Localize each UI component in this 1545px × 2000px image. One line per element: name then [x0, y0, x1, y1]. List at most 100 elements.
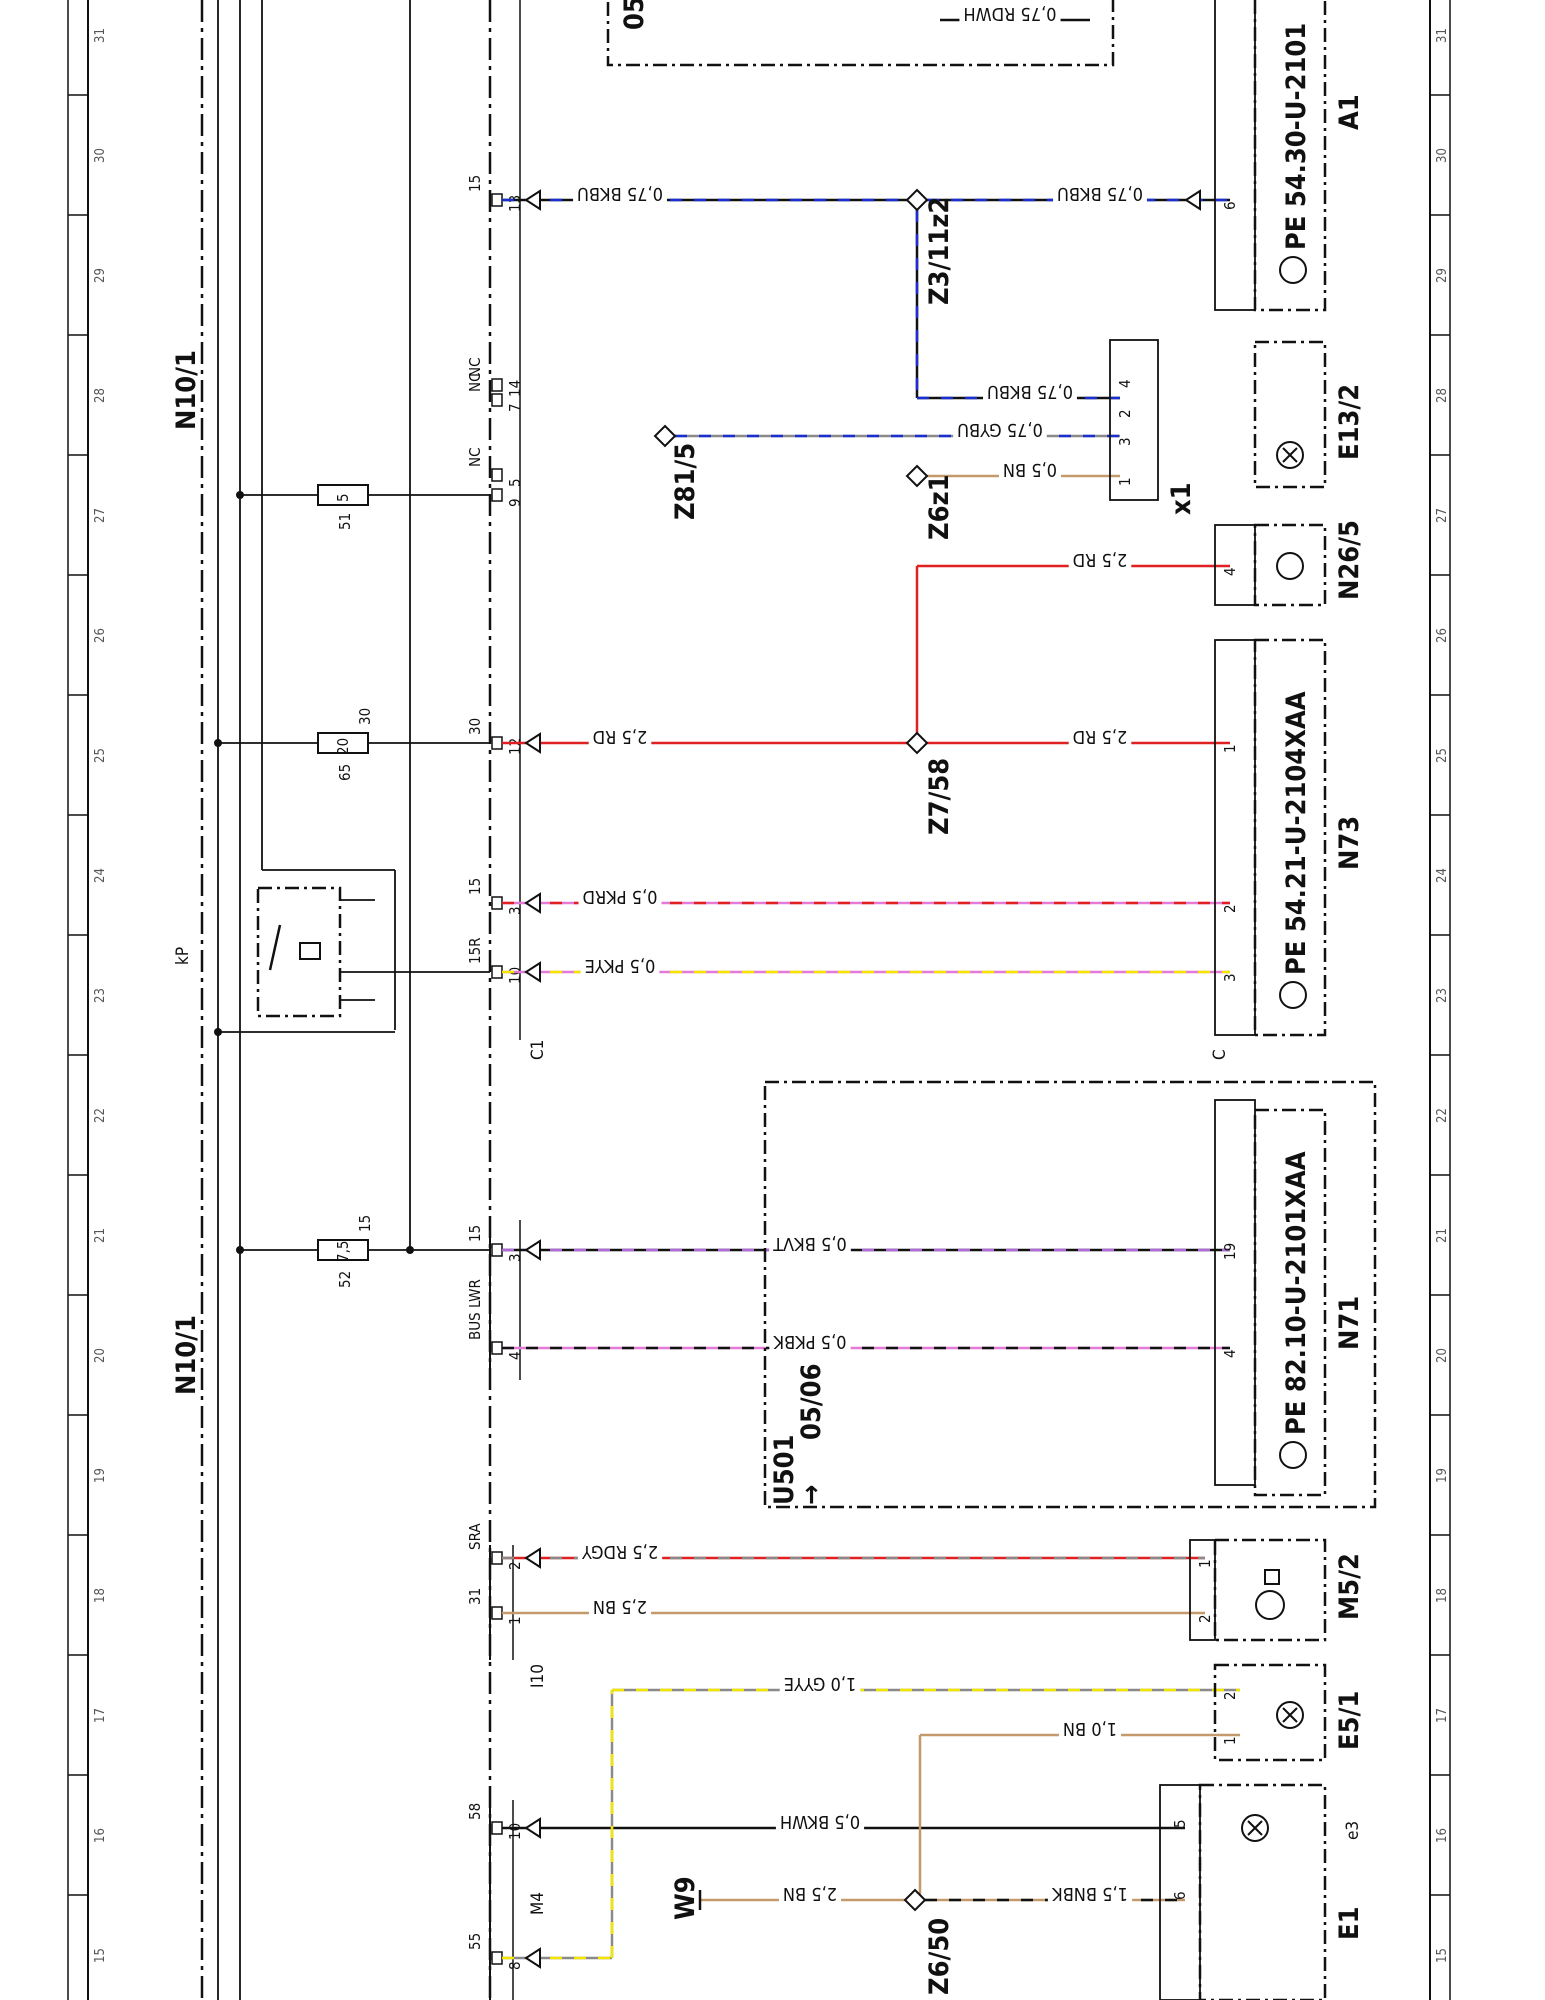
wire-rdgy-label: 2,5 RDGY — [582, 1541, 658, 1562]
pin-nc7-signal: NC — [466, 372, 484, 392]
pin-15r-number: 10 — [506, 967, 524, 984]
kp-label: kP — [173, 947, 193, 965]
wire-gyye-label: 1,0 GYYE — [784, 1673, 857, 1694]
terminal-arrow — [524, 1817, 541, 1839]
wire-bn-10 — [918, 1733, 1240, 1900]
wire-bnbk-label: 1,5 BNBK — [1052, 1883, 1128, 1904]
svg-text:65: 65 — [336, 764, 354, 781]
svg-text:51: 51 — [336, 513, 354, 530]
grid-label-left: 28 — [93, 388, 108, 403]
svg-text:N73: N73 — [1334, 816, 1365, 870]
terminal-arrow — [524, 892, 541, 914]
splice-z6z1: Z6z1 — [905, 464, 955, 540]
fuse-51: 5 51 — [236, 484, 490, 530]
pin-55-signal: 55 — [466, 1933, 484, 1950]
svg-text:30: 30 — [356, 708, 374, 725]
grid-label-left: 21 — [93, 1228, 108, 1243]
pin-nc5-number: 5 — [506, 478, 524, 487]
svg-text:N71: N71 — [1334, 1296, 1365, 1350]
component-n71: PE 82.10-U-2101XAA N71 — [1214, 1099, 1365, 1497]
grid-strip-right — [1429, 0, 1451, 2000]
component-a1: PE 54.30-U-2101 A1 — [1214, 0, 1365, 312]
grid-label-left: 19 — [93, 1468, 108, 1483]
svg-text:PE 54.21-U-2104XAA: PE 54.21-U-2104XAA — [1281, 691, 1312, 975]
wire-rd-n26 — [915, 564, 1230, 733]
pin-nc7-terminal — [491, 393, 503, 407]
terminal-arrow — [524, 961, 541, 983]
pin-15-3-terminal — [491, 1243, 503, 1257]
box-u501: U501 05/06 → — [763, 1080, 1377, 1509]
svg-text:W9: W9 — [670, 1876, 701, 1920]
module-label-bottom: N10/1 — [171, 1315, 202, 1395]
grid-label-left: 27 — [93, 508, 108, 523]
grid-label-right: 15 — [1435, 1948, 1450, 1963]
svg-text:Z81/5: Z81/5 — [670, 443, 701, 520]
terminal-arrow — [524, 1947, 541, 1969]
pin-58-terminal — [491, 1821, 503, 1835]
svg-text:Z6z1: Z6z1 — [924, 474, 955, 540]
comp-pin-x1_2: 2 — [1116, 409, 1134, 418]
pin-31-number: 1 — [506, 1616, 524, 1625]
grid-label-left: 24 — [93, 868, 108, 883]
grid-label-right: 22 — [1435, 1108, 1450, 1123]
svg-text:7,5: 7,5 — [334, 1241, 352, 1262]
pin-31-terminal — [491, 1606, 503, 1620]
svg-text:I10: I10 — [528, 1664, 548, 1688]
grid-label-right: 26 — [1435, 628, 1450, 643]
svg-text:Z6/50: Z6/50 — [924, 1918, 955, 1995]
wire-bkwh-label: 0,5 BKWH — [780, 1811, 860, 1832]
pin-55-number: 8 — [506, 1961, 524, 1970]
svg-text:e3: e3 — [1343, 1821, 1363, 1840]
grid-label-left: 26 — [93, 628, 108, 643]
grid-strip-left — [67, 0, 89, 2000]
grid-label-left: 25 — [93, 748, 108, 763]
comp-pin-n26_5: 4 — [1221, 567, 1239, 576]
svg-text:05: 05 — [619, 0, 650, 30]
comp-pin-n73_c: 1 — [1221, 744, 1239, 753]
component-e3: e3 — [1159, 1783, 1363, 2000]
pin-15r-terminal — [491, 965, 503, 979]
fuse-52: 7,5 52 15 — [236, 1215, 490, 1288]
splice-z81-5: Z81/5 — [653, 424, 701, 520]
pin-9-number: 9 — [506, 498, 524, 507]
wire-pkye-label: 0,5 PKYE — [585, 955, 656, 976]
grid-label-right: 28 — [1435, 388, 1450, 403]
comp-pin-e3: 5 — [1171, 1819, 1189, 1828]
pin-31-signal: 31 — [466, 1588, 484, 1605]
svg-text:M4: M4 — [528, 1892, 548, 1915]
pin-nc5-signal: NC — [466, 447, 484, 467]
grid-label-right: 25 — [1435, 748, 1450, 763]
component-e13-2: E13/2 — [1253, 340, 1365, 489]
svg-text:→: → — [796, 1485, 827, 1505]
pin-bus-lwr-terminal — [491, 1341, 503, 1355]
svg-text:N26/5: N26/5 — [1334, 520, 1365, 600]
pin-bus-lwr-signal: BUS LWR — [466, 1279, 484, 1340]
wire-pkrd-label: 0,5 PKRD — [583, 886, 658, 907]
comp-pin-m5_2_b: 1 — [1196, 1559, 1214, 1568]
pin-sra-number: 2 — [506, 1561, 524, 1570]
module-n10-1 — [200, 0, 492, 2000]
terminal-arrow — [524, 189, 541, 211]
pin-55-terminal — [491, 1951, 503, 1965]
wire-bn-05-label: 0,5 BN — [1003, 459, 1057, 480]
pin-15-3-signal: 15 — [466, 1225, 484, 1242]
grid-label-left: 22 — [93, 1108, 108, 1123]
grid-label-right: 27 — [1435, 508, 1450, 523]
pin-30-signal: 30 — [466, 718, 484, 735]
pin-15-3-number: 3 — [506, 1253, 524, 1262]
comp-pin-e5_1_a: 1 — [1221, 1736, 1239, 1745]
terminal-arrow — [524, 1239, 541, 1261]
splice-z3-11z2: Z3/11z2 — [905, 188, 955, 305]
wire-bkvt-label: 0,5 BKVT — [773, 1233, 847, 1254]
comp-pin-n71_a: 4 — [1221, 1349, 1239, 1358]
pin-58-signal: 58 — [466, 1803, 484, 1820]
svg-text:x1: x1 — [1166, 482, 1197, 515]
pin-30-number: 12 — [506, 738, 524, 755]
relay-kp — [214, 869, 490, 1036]
pin-15-3b-number: 3 — [506, 906, 524, 915]
svg-text:PE 54.30-U-2101: PE 54.30-U-2101 — [1281, 23, 1312, 250]
splice-z6-50: Z6/50 — [903, 1888, 955, 1995]
grid-label-right: 16 — [1435, 1828, 1450, 1843]
svg-text:15: 15 — [356, 1215, 374, 1232]
